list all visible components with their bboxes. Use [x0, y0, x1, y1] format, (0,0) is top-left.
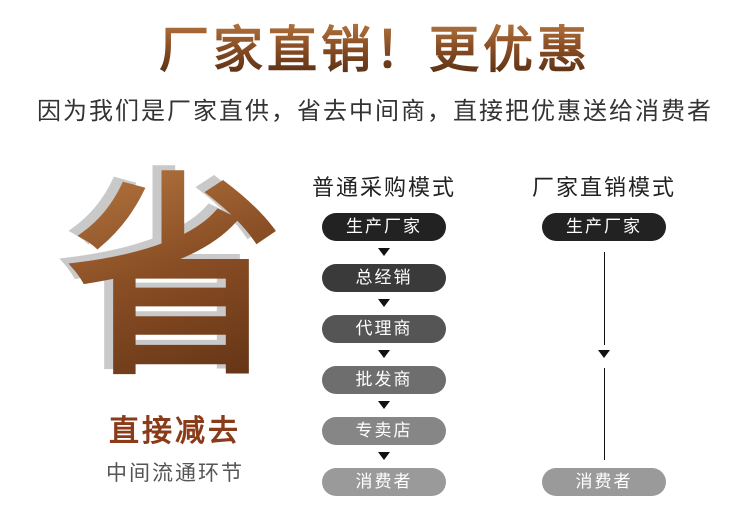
arrow-down-icon	[378, 299, 390, 307]
normal-step-consumer: 消费者	[322, 468, 446, 496]
save-character: 省	[60, 160, 290, 400]
arrow-down-icon	[598, 350, 610, 358]
direct-flow-line-bottom	[604, 368, 605, 460]
page-title: 厂家直销！更优惠	[0, 18, 750, 82]
normal-step-store: 专卖店	[322, 417, 446, 445]
normal-mode-title: 普通采购模式	[311, 176, 456, 201]
page-subtitle: 因为我们是厂家直供，省去中间商，直接把优惠送给消费者	[37, 97, 713, 125]
arrow-down-icon	[378, 401, 390, 409]
direct-flow-line-top	[604, 252, 605, 345]
direct-mode-title: 厂家直销模式	[531, 176, 676, 201]
direct-step-manufacturer: 生产厂家	[542, 213, 666, 241]
arrow-down-icon	[378, 248, 390, 256]
save-character-graphic: 省 省	[59, 155, 290, 400]
normal-step-general-distributor: 总经销	[322, 264, 446, 292]
normal-step-manufacturer: 生产厂家	[322, 213, 446, 241]
normal-step-agent: 代理商	[322, 315, 446, 343]
save-character-shadow: 省	[51, 155, 281, 395]
cut-subtitle: 中间流通环节	[106, 461, 244, 485]
arrow-down-icon	[378, 452, 390, 460]
arrow-down-icon	[378, 350, 390, 358]
direct-step-consumer: 消费者	[542, 468, 666, 496]
normal-step-wholesaler: 批发商	[322, 366, 446, 394]
cut-title: 直接减去	[109, 414, 241, 449]
